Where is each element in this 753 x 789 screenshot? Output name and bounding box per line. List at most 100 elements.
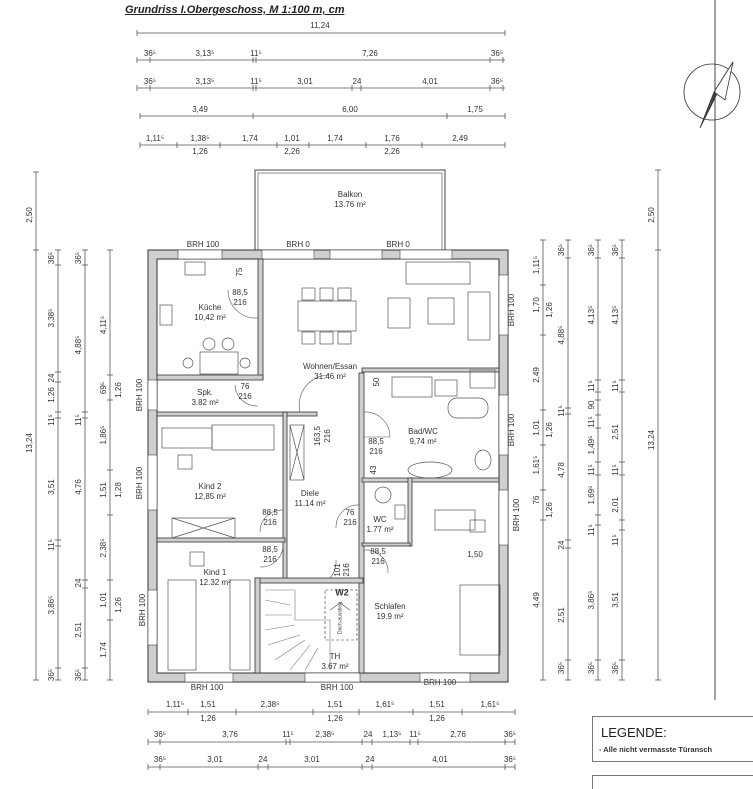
dimension-label: 11⁵ [250,49,262,58]
dimension-label: 3,01 [304,755,320,764]
dimension-label: 11⁵ [409,730,421,739]
dimension-label: 1,49⁵ [587,435,596,455]
door-height-label: 216 [233,298,247,307]
dimension-label: 3,01 [207,755,223,764]
dimension-label: 2,51 [557,607,566,623]
door-width-label: 88,5 [262,545,278,554]
dimension-label: 1,61⁵ [532,455,541,475]
dimension-label: 11⁵ [557,405,566,417]
door-width-label: 76 [240,382,250,391]
window-sill-height-label: BRH 100 [507,293,516,327]
staircase [264,589,358,671]
window-sill-height-label: BRH 0 [386,240,410,249]
dimension-label: 11⁵ [74,414,83,426]
legend-note: - Alle nicht vermasste Türansch [599,745,713,754]
dimension-label: 11⁵ [611,464,620,476]
dimension-label: 43 [369,465,378,475]
window-sill-height-label: BRH 100 [512,498,521,532]
dimension-label: 1,76 [384,134,400,143]
dimension-label: 4,88⁵ [557,325,566,345]
dimension-label: 11⁵ [47,414,56,426]
dimension-label: 3,76 [222,730,238,739]
dimension-label: 36⁵ [557,661,566,675]
dimension-label: 1,51 [200,700,216,709]
room-name: Kind 1 [203,568,227,577]
dimension-label: 4,13⁵ [587,305,596,325]
dimension-label: 3,86⁵ [587,590,596,610]
dimension-label: 11⁵ [611,534,620,546]
dimension-label: 1,01 [99,592,108,608]
dimension-label: 4,49 [532,592,541,608]
room-name: TH [329,652,341,661]
dimension-label: 24 [47,373,56,383]
room-area: 10,42 m² [194,313,226,322]
dimension-label: 1,26 [545,502,554,518]
dimension-label: 2,49 [532,367,541,383]
dimension-label: 1,01 [532,420,541,436]
room-area: 31.46 m² [314,372,346,381]
dimension-label: 6,00 [342,105,358,114]
dimension-label: 4,11⁵ [99,315,108,335]
legend-box: LEGENDE: - Alle nicht vermasste Türansch [592,716,753,762]
dimension-label: 216 [323,429,332,443]
dimension-label: 1,26 [429,714,445,723]
dimension-label: 1,74 [242,134,258,143]
dimension-label: 1,26 [545,422,554,438]
window-sill-height-label: BRH 100 [135,378,144,412]
dimension-label: 4,01 [432,755,448,764]
dimension-label: 11⁵ [587,464,596,476]
dimension-label: 36⁵ [153,755,167,764]
window-sill-height-label: BRH 100 [138,593,147,627]
dimension-label: 2,38⁵ [99,538,108,558]
dimension-label: 36⁵ [503,730,517,739]
dimension-label: 36⁵ [143,49,157,58]
dimension-label: 1,28 [114,482,123,498]
door-width-label: 88,5 [370,547,386,556]
window-sill-height-label: BRH 100 [507,413,516,447]
dimension-label: 1,74 [327,134,343,143]
dimension-label: 24 [363,730,373,739]
room-area: 9,74 m² [409,437,437,446]
dimension-label: 36⁵ [490,49,504,58]
dimension-label: 4,01 [422,77,438,86]
dimension-label: 163,5 [313,425,322,447]
door-height-label: 216 [343,518,357,527]
dimension-label: 3,49 [192,105,208,114]
window-sill-height-label: BRH 100 [190,683,224,692]
dimension-label: 1,11⁵ [145,134,165,143]
dimension-label: 2,51 [611,424,620,440]
furniture [159,261,501,671]
dimension-label: 4,88⁵ [74,335,83,355]
room-name: Bad/WC [408,427,438,436]
door-swings [227,289,391,579]
window-sill-height-label: BRH 100 [186,240,220,249]
dimension-label: 11⁵ [250,77,262,86]
dimension-label: 3,51 [47,479,56,495]
dimension-label-overall: 11,24 [310,21,330,30]
interior-walls [156,258,500,674]
dimension-label: 2,50 [647,207,656,223]
door-height-label: 216 [238,392,252,401]
dimension-label: 1,51 [99,482,108,498]
room-area: 11.14 m² [294,499,326,508]
dimension-label: 2,51 [74,622,83,638]
room-name: Kind 2 [198,482,222,491]
dimension-label: 36⁵ [611,661,620,675]
dimension-label: 36⁵ [143,77,157,86]
room-area: 12,85 m² [194,492,226,501]
dimension-label: 11⁵ [611,380,620,392]
dimension-label: 36⁵ [503,755,517,764]
dimension-label: 75 [235,267,244,277]
dimension-label: 13,24 [25,432,34,454]
room-name: Balkon [337,190,363,199]
attic-hatch-label: W2 [335,587,349,598]
dimension-label: 36⁵ [153,730,167,739]
dimension-label: 4,78 [557,462,566,478]
attic-hatch-text: Dach-ausstieg [337,602,344,634]
dimension-label: 3,38⁵ [47,308,56,328]
dimension-label: 2,38⁵ [260,700,280,709]
dimension-label: 1,50 [467,550,483,559]
dimension-label: 13,24 [647,429,656,451]
room-name: Spk. [196,388,214,397]
